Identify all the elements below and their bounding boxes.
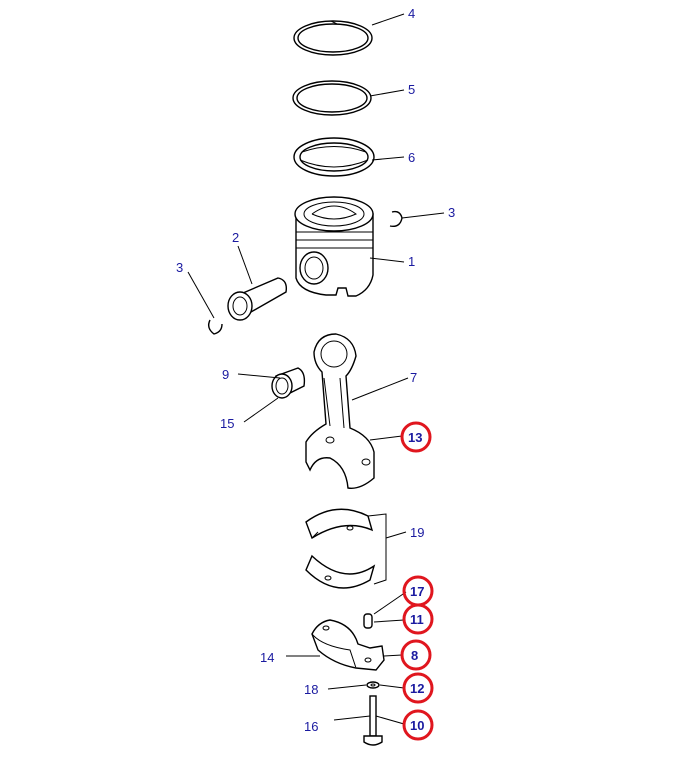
- callout-label[interactable]: 10: [410, 718, 424, 733]
- callout-labels: 4 5 6 3 2 1 3 9 7 15 13 19 17 11 14 8 18…: [176, 6, 455, 741]
- callout-label[interactable]: 4: [408, 6, 415, 21]
- bearing-shell-upper[interactable]: [305, 508, 374, 540]
- callout-label[interactable]: 11: [410, 612, 424, 627]
- leader-lines: [187, 13, 445, 725]
- highlight-circle: [402, 603, 434, 635]
- small-end-bushing[interactable]: [271, 367, 306, 399]
- callout-label[interactable]: 17: [410, 584, 424, 599]
- piston-ring-second[interactable]: [292, 80, 372, 116]
- callout-label[interactable]: 18: [304, 682, 318, 697]
- callout-label[interactable]: 1: [408, 254, 415, 269]
- callout-label[interactable]: 14: [260, 650, 274, 665]
- callout-label[interactable]: 16: [304, 719, 318, 734]
- piston-ring-top[interactable]: [293, 20, 373, 56]
- callout-label[interactable]: 13: [408, 430, 422, 445]
- callout-label[interactable]: 2: [232, 230, 239, 245]
- callout-label[interactable]: 15: [220, 416, 234, 431]
- dowel-pin[interactable]: [363, 613, 373, 629]
- highlight-circle: [402, 709, 434, 741]
- oil-ring[interactable]: [293, 137, 375, 177]
- connecting-rod-cap[interactable]: [311, 619, 385, 671]
- callout-label[interactable]: 3: [176, 260, 183, 275]
- snap-ring-right[interactable]: [389, 210, 403, 228]
- washer[interactable]: [366, 681, 380, 689]
- bearing-shell-lower[interactable]: [305, 554, 376, 589]
- callout-label[interactable]: 6: [408, 150, 415, 165]
- callout-label[interactable]: 9: [222, 367, 229, 382]
- callout-label[interactable]: 5: [408, 82, 415, 97]
- highlight-circle: [400, 639, 432, 671]
- highlight-circle: [400, 421, 432, 453]
- callout-label[interactable]: 3: [448, 205, 455, 220]
- callout-label[interactable]: 19: [410, 525, 424, 540]
- highlight-circle: [402, 672, 434, 704]
- callout-label[interactable]: 12: [410, 681, 424, 696]
- callout-label[interactable]: 7: [410, 370, 417, 385]
- connecting-rod[interactable]: [305, 333, 375, 489]
- snap-ring-left[interactable]: [207, 319, 223, 335]
- callout-label[interactable]: 8: [411, 648, 418, 663]
- piston-pin[interactable]: [227, 277, 288, 321]
- piston[interactable]: [294, 196, 374, 297]
- connecting-rod-bolt[interactable]: [363, 695, 383, 746]
